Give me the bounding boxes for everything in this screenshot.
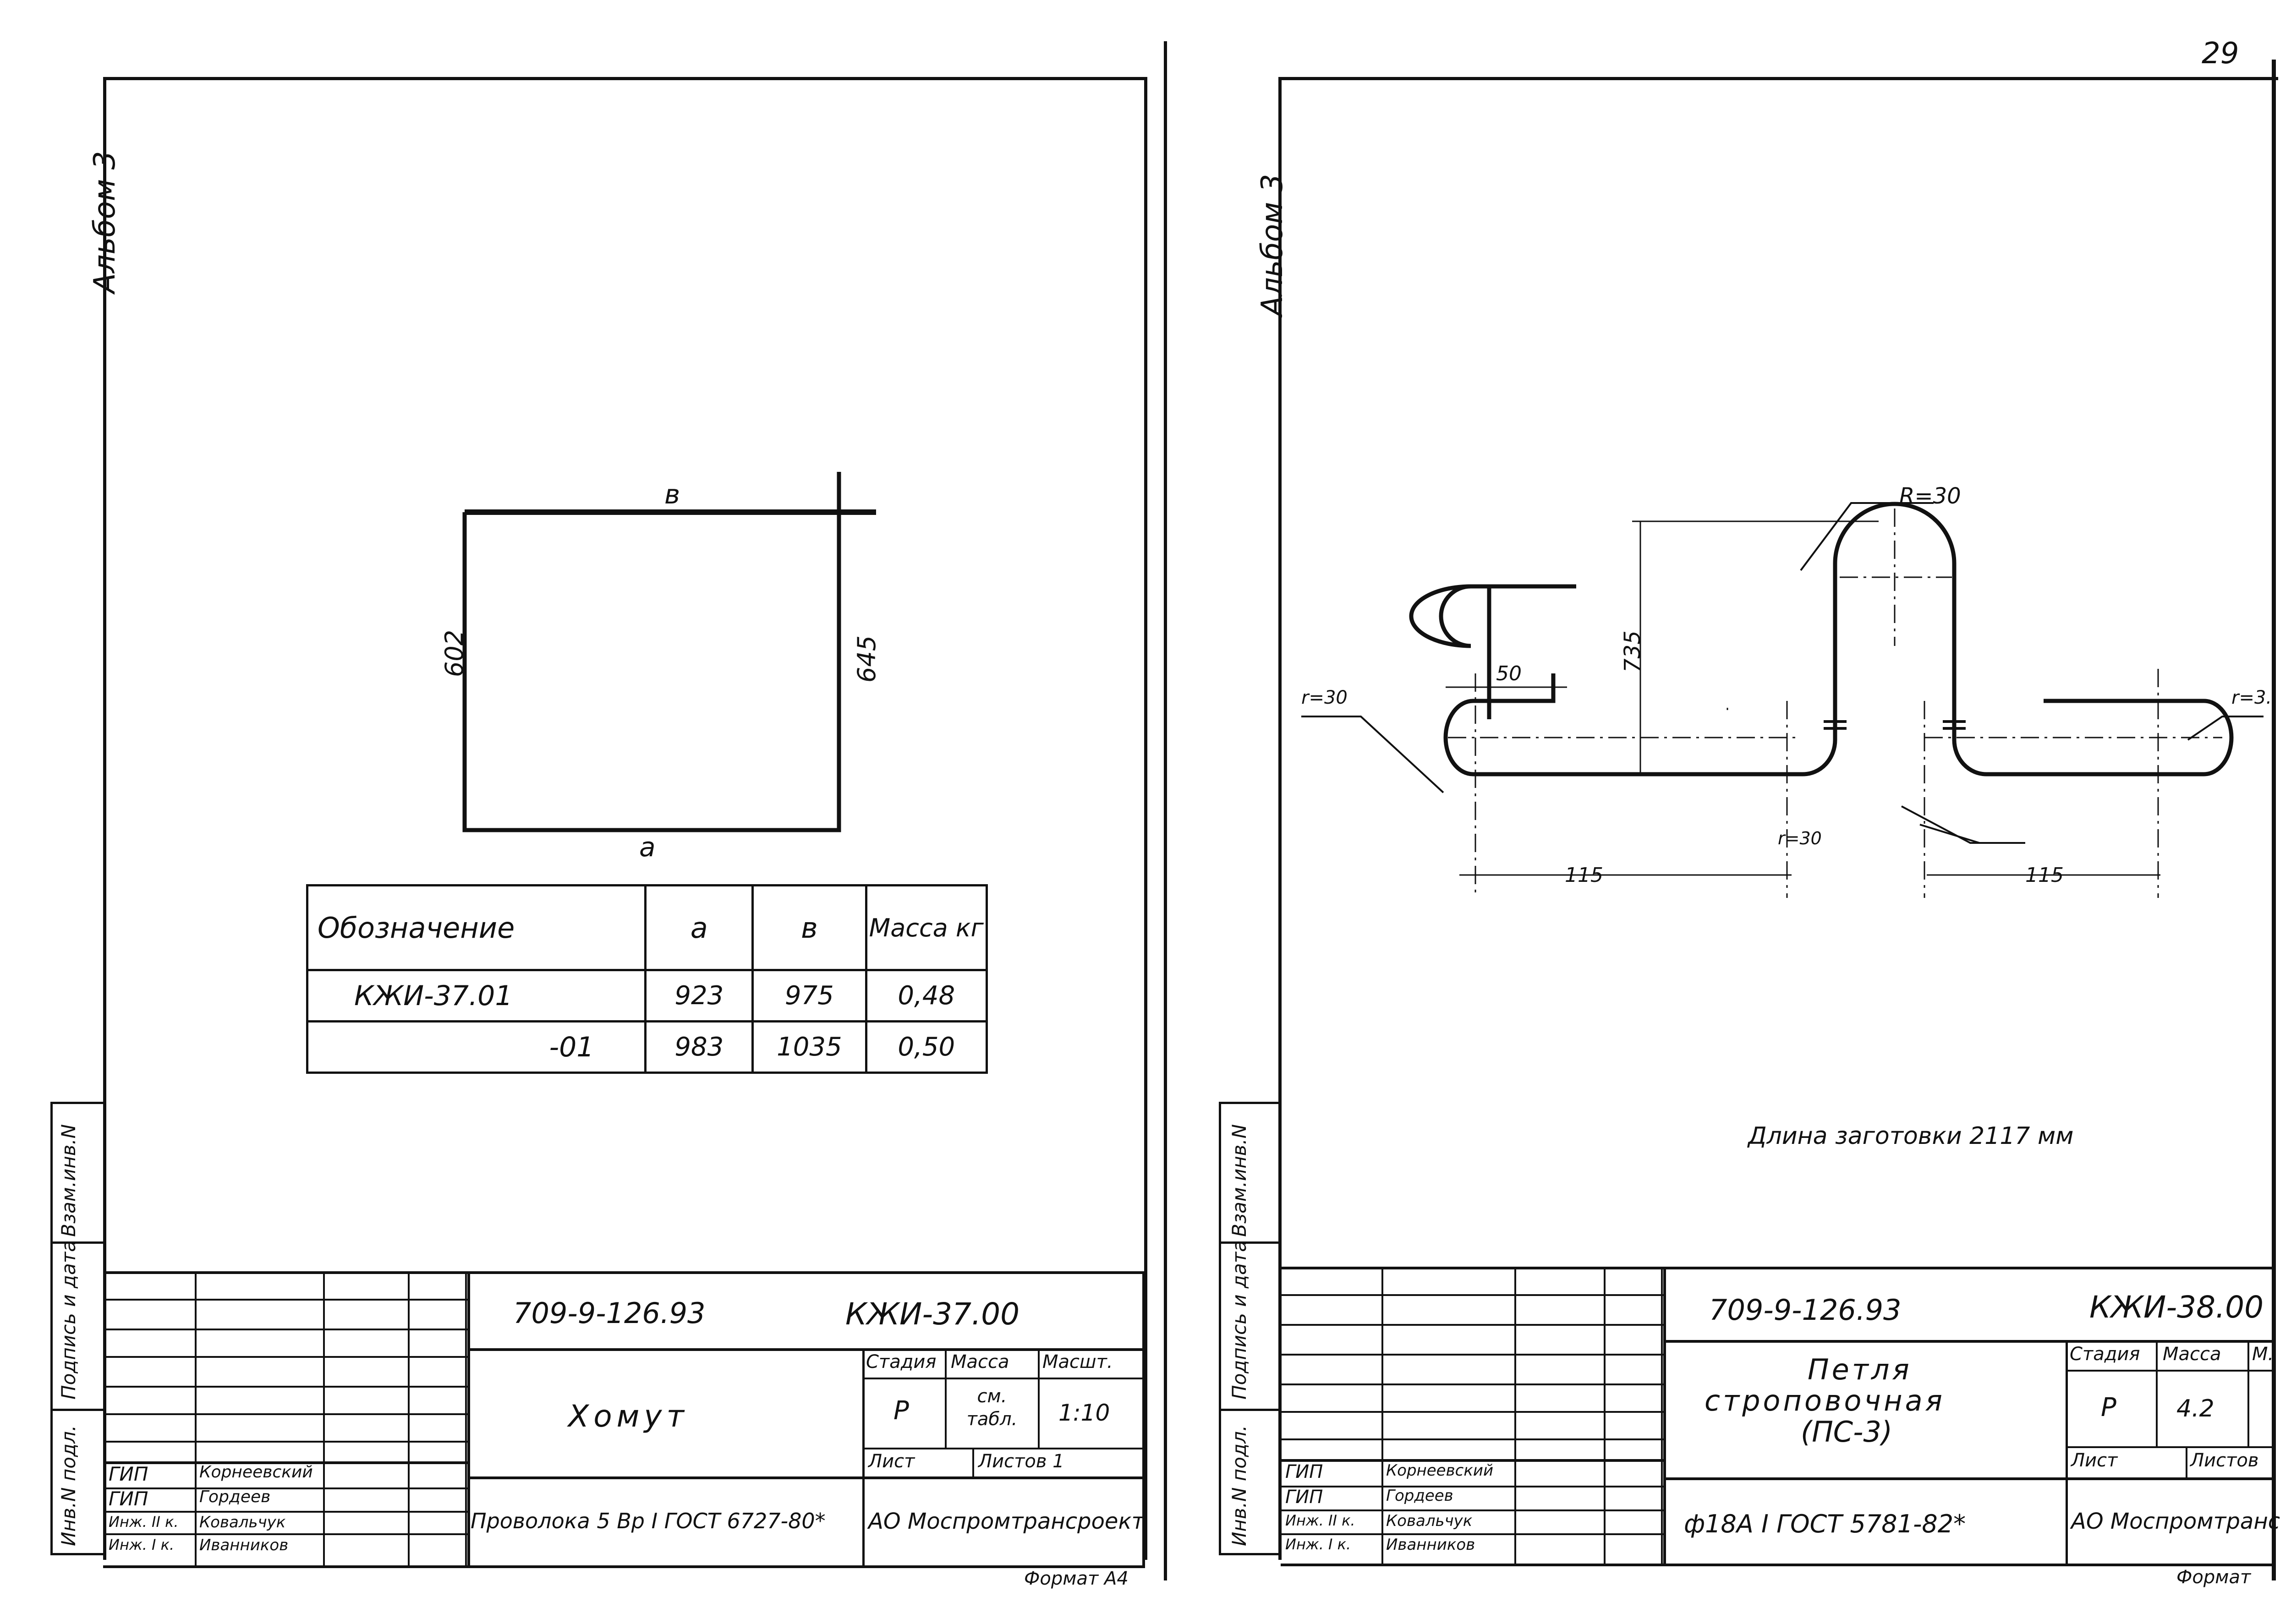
stirrup-label-bottom: а [639,831,656,863]
left-title-block: ГИП ГИП Инж. II к. Инж. I к. Корнеевский… [103,1271,1145,1589]
page-number: 29 [2202,37,2239,71]
right-side-stamp [1219,1102,1281,1555]
left-side-label-2: Подпись и дата [57,1240,80,1400]
right-album-label: Альбом 3 [1255,174,1289,316]
right-side-label-1: Взам.инв.N [1228,1124,1250,1237]
left-doc-code: 709-9-126.93 [513,1296,706,1330]
left-item-name: Хомут [568,1399,689,1434]
table-row: КЖИ-37.01 923 975 0,48 [306,969,988,1023]
lifting-loop-drawing [1301,502,2264,898]
left-album-label: Альбом 3 [88,151,122,293]
left-side-label-1: Взам.инв.N [57,1124,80,1237]
table-header-a: а [644,884,754,971]
right-sheet-code: КЖИ-38.00 [2089,1290,2264,1325]
right-material: ф18А I ГОСТ 5781-82* [1684,1509,1966,1538]
left-side-label-3: Инв.N подл. [57,1425,80,1546]
right-org: АО Моспромтранс [2071,1509,2280,1534]
left-org: АО Моспромтрансроект [868,1509,1145,1534]
right-side-label-2: Подпись и дата [1228,1240,1250,1400]
table-header-mass: Масса кг [865,884,988,971]
stirrup-label-top: в [664,479,680,510]
stirrup-dim-left: 602 [440,629,469,677]
center-divider [1164,41,1167,1580]
right-doc-code: 709-9-126.93 [1709,1293,1902,1327]
stirrup-spec-table: Обозначение а в Масса кг КЖИ-37.01 923 9… [306,884,988,1074]
right-title-block: ГИП ГИП Инж. II к. Инж. I к. Корнеевский… [1281,1267,2280,1588]
table-row: -01 983 1035 0,50 [306,1020,988,1074]
right-frame [1278,77,2278,1560]
right-edge-line [2272,60,2276,1580]
stirrup-drawing [462,472,876,832]
left-material: Проволока 5 Вр I ГОСТ 6727-80* [471,1509,826,1533]
stirrup-dim-right: 645 [852,635,881,683]
table-header-designation: Обозначение [306,884,647,971]
blank-length-note: Длина заготовки 2117 мм [1748,1122,2074,1150]
table-header-b: в [751,884,867,971]
left-sheet-code: КЖИ-37.00 [845,1296,1020,1332]
left-side-stamp [50,1102,105,1555]
right-side-label-3: Инв.N подл. [1228,1425,1250,1546]
left-frame [103,77,1147,1560]
